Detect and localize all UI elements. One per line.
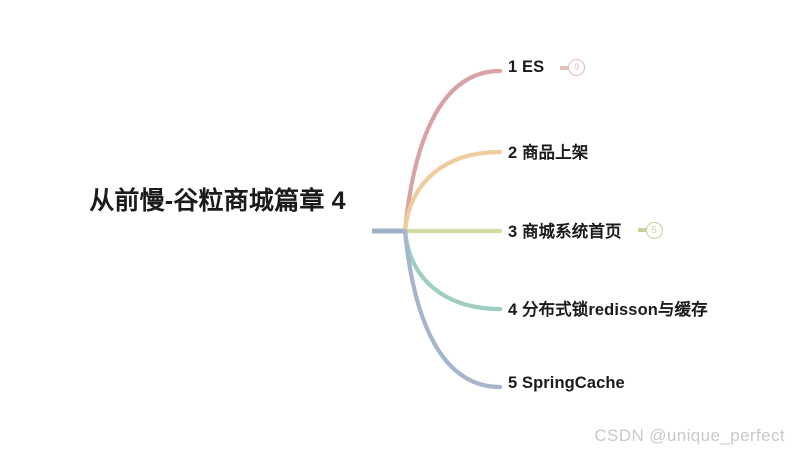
root-topic-node[interactable]: 从前慢-谷粒商城篇章 4: [40, 185, 395, 218]
branch-node-2[interactable]: 2 商品上架: [508, 139, 588, 163]
branch-label-1: 1 ES: [508, 58, 545, 76]
badge-count-value: 9: [568, 59, 586, 76]
watermark: CSDN @unique_perfect: [594, 426, 785, 445]
badge-stub-icon: [637, 228, 647, 232]
branch-curve-4: [402, 228, 503, 312]
branch-curve-5: [402, 228, 503, 390]
branch-curve-2: [402, 149, 503, 234]
branch-label-5: 5 SpringCache: [508, 374, 625, 392]
branch-label-4: 4 分布式锁redisson与缓存: [508, 301, 708, 319]
badge-stub-icon: [560, 65, 570, 70]
badge-count-value: 5: [645, 221, 663, 239]
collapsed-count-badge-3[interactable]: 5: [637, 221, 663, 239]
branch-node-1[interactable]: 1 ES 9: [508, 58, 586, 77]
branch-label-3: 3 商城系统首页: [508, 223, 622, 241]
branch-node-5[interactable]: 5 SpringCache: [508, 374, 625, 393]
root-topic-label: 从前慢-谷粒商城篇章 4: [89, 187, 346, 215]
branch-curve-1: [402, 68, 503, 234]
collapsed-count-badge-1[interactable]: 9: [560, 59, 586, 76]
branch-node-3[interactable]: 3 商城系统首页 5: [508, 218, 663, 242]
branch-node-4[interactable]: 4 分布式锁redisson与缓存: [508, 296, 708, 320]
branch-label-2: 2 商品上架: [508, 144, 589, 162]
